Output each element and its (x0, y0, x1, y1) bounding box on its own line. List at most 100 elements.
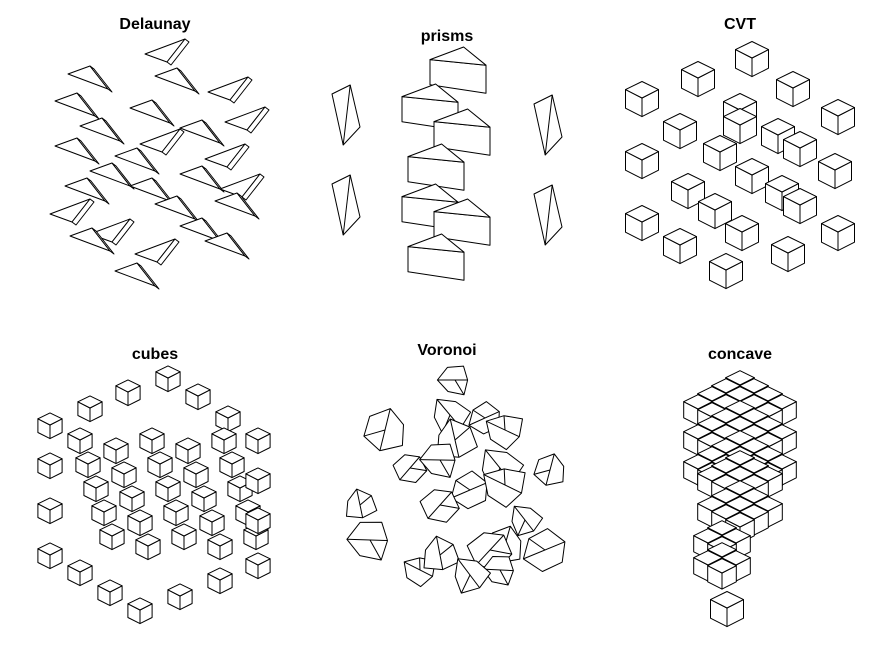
delaunay-tetrahedron-26-edge (136, 262, 160, 290)
voronoi-cell-19-ridge (435, 536, 444, 570)
lattice-cube-18-top (119, 485, 145, 499)
cvt-cube-15-top (765, 175, 799, 193)
voronoi-cell-11-ridge (483, 474, 522, 494)
delaunay-tetrahedron-13-edge (111, 162, 135, 190)
prism-block-4-top (401, 183, 459, 203)
voronoi-cell-21-facet (499, 569, 509, 586)
lattice-cube-8-top (103, 437, 129, 451)
voronoi-cell-9-outline (533, 453, 565, 486)
cvt-cube-18-top (625, 205, 659, 223)
voronoi-cell-6-ridge (399, 456, 420, 481)
voronoi-cell-14-outline (346, 521, 388, 561)
delaunay-tetrahedron-20-edge (236, 192, 260, 220)
lattice-cube-19-top (155, 475, 181, 489)
lattice-cube-2-top (185, 383, 211, 397)
prism-sliver-right-top-ridge (544, 94, 553, 156)
delaunay-tetrahedron-9-edge (161, 128, 185, 156)
voronoi-cell-3-ridge (468, 411, 500, 426)
voronoi-cell-11-facet (503, 468, 506, 486)
panel-title-delaunay: Delaunay (119, 16, 190, 33)
lattice-cube-42-top (127, 597, 153, 611)
voronoi-cell-21-ridge (482, 568, 514, 572)
cvt-cube-3-top (625, 81, 659, 99)
lattice-cube-36-top (37, 542, 63, 556)
voronoi-cell-10-facet (455, 480, 471, 491)
delaunay-tetrahedron-10-edge (76, 137, 100, 165)
lattice-cube-30-top (207, 533, 233, 547)
voronoi-cell-19-facet (439, 544, 454, 556)
cvt-cube-11-top (783, 131, 817, 149)
delaunay-tetrahedron-11-edge (136, 147, 160, 175)
prism-sliver-left-bottom-ridge (342, 174, 351, 236)
delaunay-tetrahedron-8-face (179, 119, 221, 144)
voronoi-cell-6-facet (409, 467, 427, 472)
lattice-cube-41-top (167, 583, 193, 597)
lattice-cube-4-top (215, 405, 241, 419)
prism-block-1-top (401, 83, 459, 103)
panel-title-concave: concave (708, 346, 772, 363)
lattice-cube-29-top (171, 523, 197, 537)
delaunay-tetrahedron-1-edge (89, 65, 113, 93)
lattice-cube-40-top (97, 579, 123, 593)
delaunay-tetrahedron-2-edge (176, 67, 200, 95)
prism-block-6-top (407, 233, 465, 253)
cvt-cube-13-top (671, 173, 705, 191)
voronoi-cell-22-facet (460, 574, 471, 594)
delaunay-tetrahedron-8-edge (201, 119, 225, 147)
delaunay-tetrahedron-14-face (179, 165, 221, 190)
prism-block-5-top (433, 198, 491, 218)
cvt-cube-9-top (625, 143, 659, 161)
cvt-cube-4-top (821, 99, 855, 117)
panel-voronoi (346, 365, 566, 594)
delaunay-tetrahedron-13-face (89, 162, 131, 187)
concave-cube-isolated-top (710, 591, 744, 609)
delaunay-tetrahedron-16-face (64, 177, 106, 202)
cvt-cube-22-top (771, 236, 805, 254)
delaunay-tetrahedron-17-face (129, 177, 171, 202)
delaunay-tetrahedron-11-face (114, 147, 156, 172)
lattice-cube-33-top (245, 467, 271, 481)
lattice-cube-17-top (83, 475, 109, 489)
voronoi-cell-2-facet (363, 429, 386, 437)
lattice-cube-20-top (191, 485, 217, 499)
lattice-cube-9-top (139, 427, 165, 441)
lattice-cube-35-top (245, 507, 271, 521)
voronoi-cell-5-facet (454, 426, 471, 441)
delaunay-tetrahedron-26-face (114, 262, 156, 287)
cvt-cube-14-top (735, 158, 769, 176)
cvt-cube-1-top (681, 61, 715, 79)
voronoi-cell-22-ridge (457, 558, 480, 589)
prism-sliver-left-top-ridge (342, 84, 351, 146)
lattice-cube-12-top (75, 451, 101, 465)
prism-block-3-top (407, 143, 465, 163)
lattice-cube-24-top (163, 499, 189, 513)
lattice-cube-1-top (115, 379, 141, 393)
cvt-cube-0-top (735, 41, 769, 59)
prism-sliver-right-top-face (533, 94, 563, 156)
lattice-cube-25-top (199, 509, 225, 523)
delaunay-tetrahedron-16-edge (86, 177, 110, 205)
delaunay-tetrahedron-10-face (54, 137, 96, 162)
lattice-cube-27-top (99, 523, 125, 537)
voronoi-cell-18-ridge (403, 561, 433, 577)
delaunay-tetrahedron-19-face (154, 195, 196, 220)
delaunay-tetrahedron-21-edge (111, 218, 135, 246)
delaunay-tetrahedron-25-edge (226, 232, 250, 260)
panel-prisms (331, 46, 563, 281)
cvt-cube-17-top (783, 188, 817, 206)
cvt-cube-21-top (663, 228, 697, 246)
lattice-cube-23-top (127, 509, 153, 523)
delaunay-tetrahedron-7-edge (101, 117, 125, 145)
delaunay-tetrahedron-3-edge (229, 76, 253, 104)
concave-cube-65-top (725, 512, 755, 528)
delaunay-tetrahedron-14-edge (201, 165, 225, 193)
voronoi-cell-12-facet (359, 495, 372, 506)
lattice-cube-11-top (211, 427, 237, 441)
voronoi-cell-4-facet (503, 415, 506, 431)
prism-sliver-left-top-face (331, 84, 361, 146)
lattice-cube-3-top (77, 395, 103, 409)
lattice-cube-32-top (37, 452, 63, 466)
delaunay-tetrahedron-15-edge (241, 173, 265, 201)
cvt-cube-8-top (723, 108, 757, 126)
delaunay-tetrahedron-0-edge (166, 38, 190, 66)
